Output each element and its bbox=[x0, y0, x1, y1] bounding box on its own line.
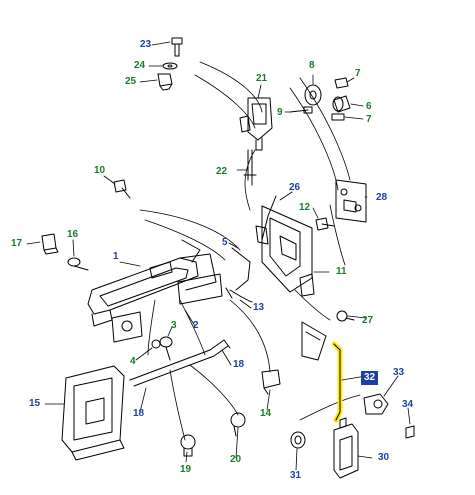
pin-part-34 bbox=[405, 425, 415, 439]
callout-7-bottom: 7 bbox=[366, 114, 372, 125]
screw-part-16 bbox=[67, 257, 89, 271]
rod-part-18 bbox=[129, 339, 231, 387]
latch-assembly-part-11 bbox=[255, 205, 315, 297]
leader-lines bbox=[26, 41, 411, 471]
cap-part-8 bbox=[304, 84, 322, 106]
callout-1: 1 bbox=[113, 251, 119, 262]
clip-part-25 bbox=[157, 73, 173, 91]
callout-27: 27 bbox=[362, 315, 374, 326]
grommet-part-31 bbox=[290, 431, 306, 449]
callout-26: 26 bbox=[289, 182, 301, 193]
screw-part-10 bbox=[113, 179, 131, 199]
callout-18-right: 18 bbox=[233, 359, 245, 370]
callout-13: 13 bbox=[253, 302, 265, 313]
callout-7-top: 7 bbox=[355, 68, 361, 79]
callout-16: 16 bbox=[67, 229, 79, 240]
callout-9: 9 bbox=[277, 107, 283, 118]
rod-part-5 bbox=[231, 247, 251, 291]
callout-19: 19 bbox=[180, 464, 192, 475]
callout-5: 5 bbox=[222, 237, 228, 248]
clip-part-7-top bbox=[334, 77, 349, 89]
callout-4: 4 bbox=[130, 356, 136, 367]
latch-part-33 bbox=[363, 393, 389, 415]
washer-part-4 bbox=[151, 339, 161, 349]
callout-22: 22 bbox=[216, 166, 228, 177]
callout-18-left: 18 bbox=[133, 408, 145, 419]
callout-2: 2 bbox=[193, 320, 199, 331]
bumper-part-17 bbox=[41, 233, 59, 255]
callout-24: 24 bbox=[134, 60, 146, 71]
callout-15: 15 bbox=[29, 398, 41, 409]
callout-31: 31 bbox=[290, 470, 302, 481]
rod-part-13 bbox=[225, 287, 253, 303]
callout-20: 20 bbox=[230, 454, 242, 465]
clip-part-7-bottom bbox=[331, 113, 345, 121]
callout-11: 11 bbox=[336, 266, 347, 277]
callout-21: 21 bbox=[256, 73, 268, 84]
rod-part-22 bbox=[243, 149, 257, 186]
pin-part-9 bbox=[289, 106, 313, 114]
interior-handle-part-15 bbox=[61, 365, 125, 461]
callout-8: 8 bbox=[309, 60, 315, 71]
clip-part-20 bbox=[230, 412, 246, 437]
callout-6: 6 bbox=[366, 101, 372, 112]
clip-part-14 bbox=[261, 369, 281, 395]
lock-barrel-part-21 bbox=[239, 97, 273, 151]
screw-part-3 bbox=[159, 336, 173, 361]
actuator-part-30 bbox=[333, 417, 359, 479]
callout-30: 30 bbox=[378, 452, 390, 463]
callout-33: 33 bbox=[393, 367, 405, 378]
washer-part-24 bbox=[162, 62, 178, 70]
callout-23: 23 bbox=[140, 39, 152, 50]
callout-12: 12 bbox=[299, 202, 311, 213]
callout-32: 32 bbox=[361, 371, 379, 385]
striker-plate-part-28 bbox=[335, 179, 367, 223]
bolt-part-23 bbox=[171, 37, 183, 57]
callout-28: 28 bbox=[376, 192, 388, 203]
exterior-handle-part-1 bbox=[87, 239, 217, 327]
rod-part-26 bbox=[261, 195, 277, 241]
screw-part-12 bbox=[315, 217, 335, 231]
callout-25: 25 bbox=[125, 76, 137, 87]
escutcheon-part-2 bbox=[111, 273, 223, 343]
guide-lines bbox=[139, 61, 361, 441]
bracket-part-20 bbox=[301, 321, 327, 361]
callout-3: 3 bbox=[171, 320, 177, 331]
callout-10: 10 bbox=[94, 165, 106, 176]
clip-part-19 bbox=[180, 434, 196, 457]
callout-14: 14 bbox=[260, 408, 272, 419]
callout-34: 34 bbox=[402, 399, 414, 410]
callout-17: 17 bbox=[11, 238, 23, 249]
rod-part-32 bbox=[331, 341, 343, 423]
screw-part-27 bbox=[336, 310, 355, 322]
cylinder-part-6 bbox=[332, 95, 351, 113]
